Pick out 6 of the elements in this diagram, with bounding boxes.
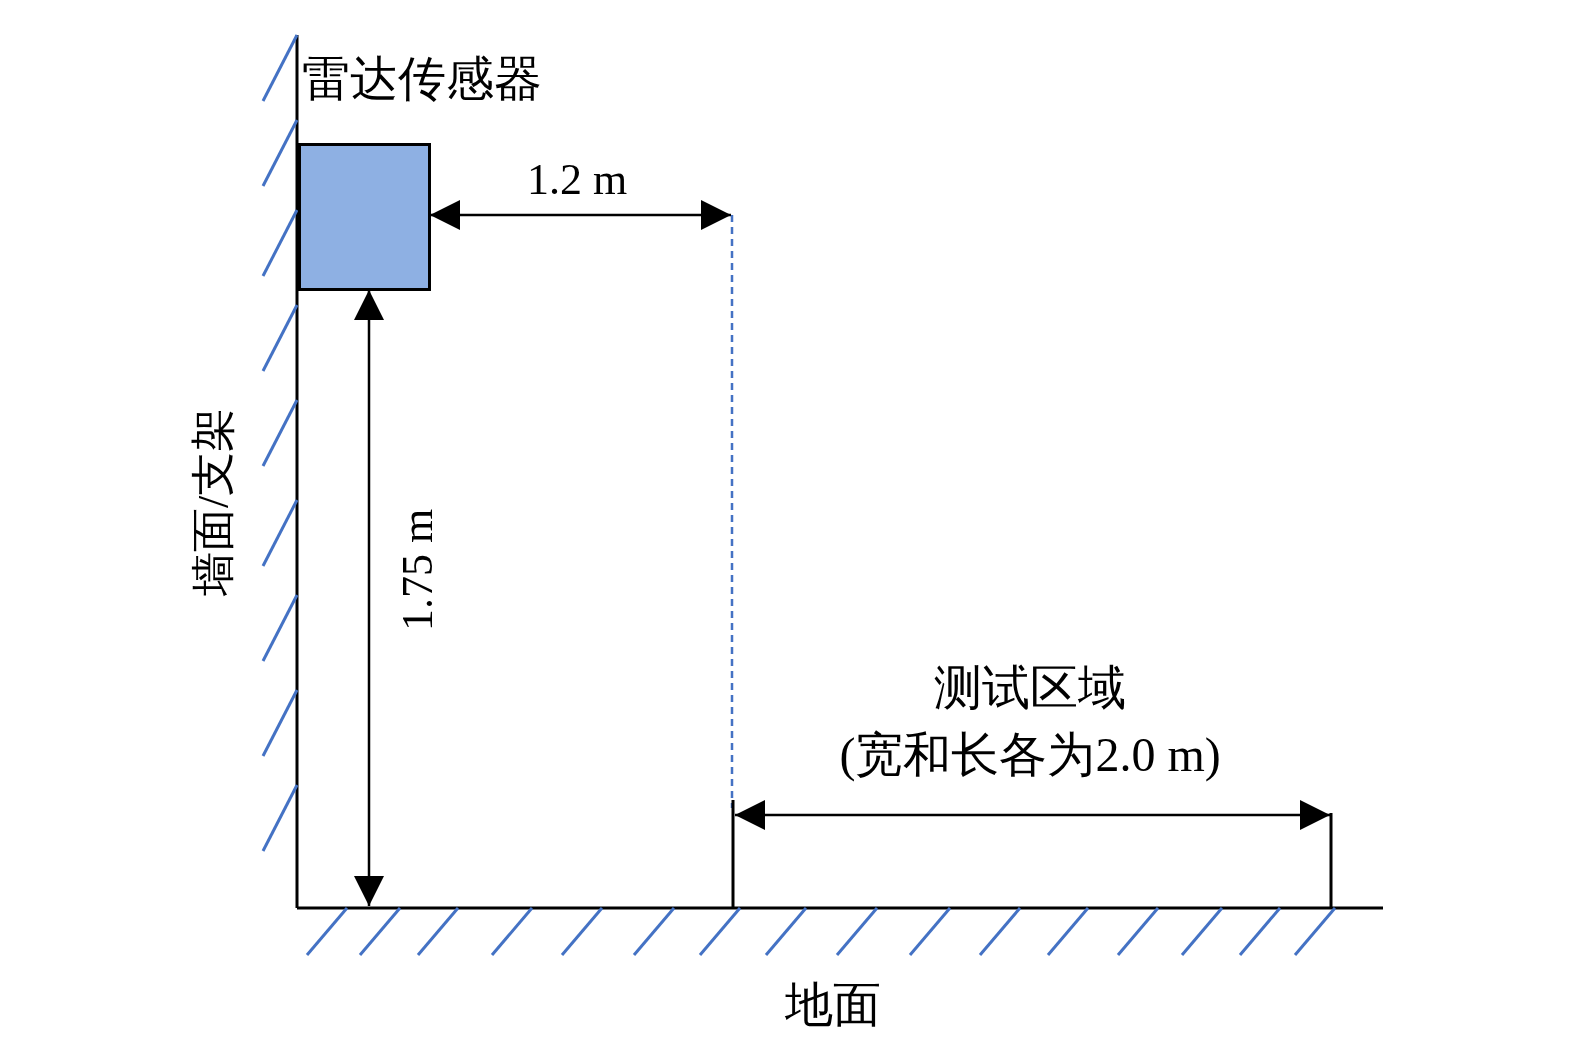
sensor-label: 雷达传感器 (302, 55, 542, 103)
ground-label: 地面 (785, 981, 881, 1029)
dimension-label: 1.75 m (396, 508, 441, 632)
area-label: 测试区域 (934, 664, 1126, 712)
wall-label: 墙面/支架 (192, 407, 237, 597)
dimension-label: 1.2 m (527, 158, 628, 202)
